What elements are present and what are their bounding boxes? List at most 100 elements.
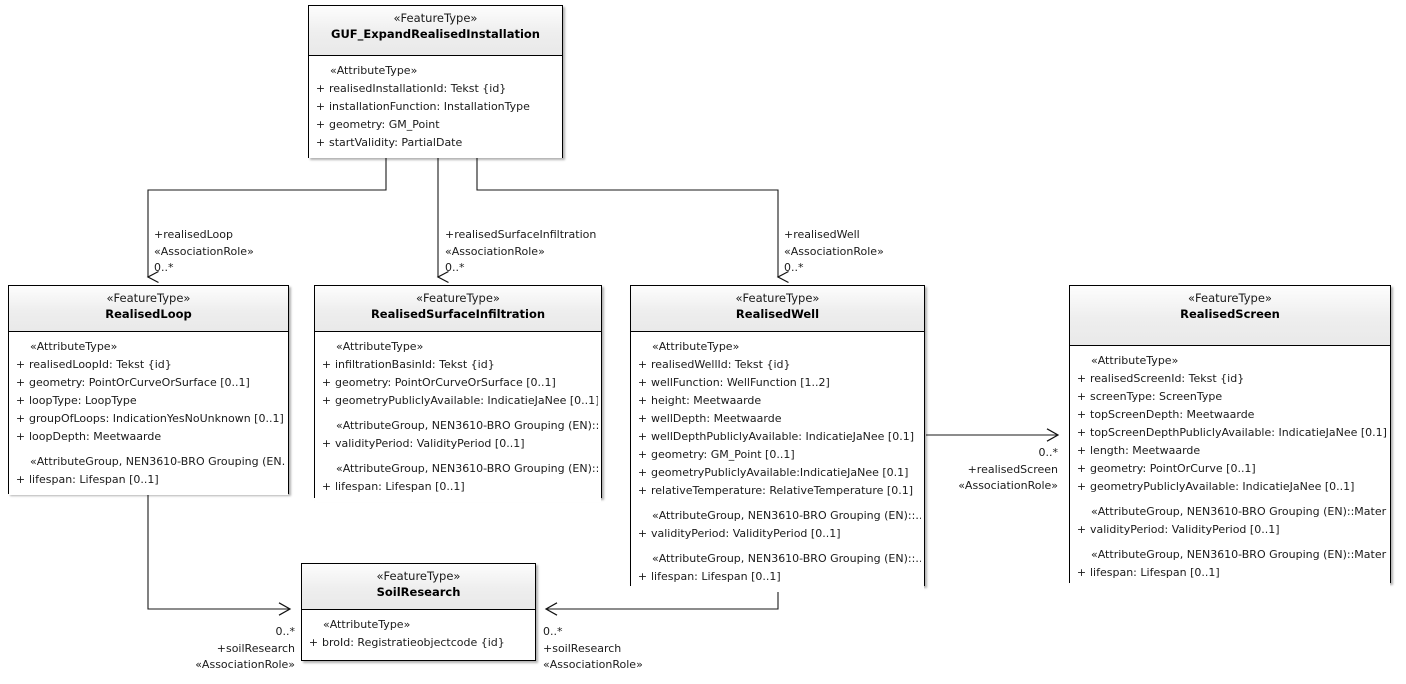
attribute-row[interactable]: + geometry: PointOrCurveOrSurface [0..1]	[12, 374, 285, 392]
attribute-visibility: +	[1076, 444, 1087, 457]
compartment-spacer	[12, 446, 285, 453]
attribute-row[interactable]: + lifespan: Lifespan [0..1]	[1073, 564, 1387, 582]
attribute-group-header: «AttributeGroup, NEN3610-BRO Grouping (E…	[30, 455, 285, 468]
attribute-text: validityPeriod: ValidityPeriod [0..1]	[651, 527, 841, 540]
attribute-visibility: +	[321, 394, 332, 407]
connector-realisedloop-to-soilresearch	[147, 494, 292, 616]
attribute-row[interactable]: + wellFunction: WellFunction [1..2]	[634, 374, 921, 392]
attribute-row[interactable]: + topScreenDepth: Meetwaarde	[1073, 406, 1387, 424]
attribute-row[interactable]: + validityPeriod: ValidityPeriod [0..1]	[318, 435, 598, 453]
attribute-text: lifespan: Lifespan [0..1]	[335, 480, 465, 493]
attribute-text: validityPeriod: ValidityPeriod [0..1]	[335, 437, 525, 450]
attribute-row[interactable]: + realisedScreenId: Tekst {id}	[1073, 370, 1387, 388]
class-attributes: «AttributeType» + broId: Registratieobje…	[302, 610, 535, 658]
attribute-visibility: +	[1076, 426, 1087, 439]
class-name: GUF_ExpandRealisedInstallation	[331, 27, 540, 41]
association-multiplicity: 0..*	[784, 261, 804, 274]
attribute-row[interactable]: + height: Meetwaarde	[634, 392, 921, 410]
attribute-row[interactable]: + screenType: ScreenType	[1073, 388, 1387, 406]
attribute-row[interactable]: + relativeTemperature: RelativeTemperatu…	[634, 482, 921, 500]
attribute-row[interactable]: + geometryPubliclyAvailable:IndicatieJaN…	[634, 464, 921, 482]
class-stereotype: «FeatureType»	[376, 569, 461, 583]
attribute-row[interactable]: + wellDepthPubliclyAvailable: IndicatieJ…	[634, 428, 921, 446]
attribute-visibility: +	[637, 430, 648, 443]
class-name: RealisedSurfaceInfiltration	[370, 307, 546, 321]
attribute-row[interactable]: + wellDepth: Meetwaarde	[634, 410, 921, 428]
attribute-row[interactable]: + lifespan: Lifespan [0..1]	[12, 471, 285, 489]
association-multiplicity: 0..*	[275, 625, 296, 638]
attribute-visibility: +	[315, 82, 326, 95]
class-box-realised-well[interactable]: «FeatureType» RealisedWell «AttributeTyp…	[630, 285, 925, 592]
attribute-row[interactable]: + lifespan: Lifespan [0..1]	[318, 478, 598, 496]
attribute-row[interactable]: + length: Meetwaarde	[1073, 442, 1387, 460]
attribute-row[interactable]: + validityPeriod: ValidityPeriod [0..1]	[634, 525, 921, 543]
attribute-row[interactable]: + geometry: GM_Point	[312, 116, 559, 134]
attribute-text: validityPeriod: ValidityPeriod [0..1]	[1090, 523, 1280, 536]
attribute-row[interactable]: + infiltrationBasinId: Tekst {id}	[318, 356, 598, 374]
attribute-row[interactable]: + loopType: LoopType	[12, 392, 285, 410]
attribute-row[interactable]: + realisedWellId: Tekst {id}	[634, 356, 921, 374]
attribute-text: infiltrationBasinId: Tekst {id}	[335, 358, 495, 371]
attribute-group-header: «AttributeType»	[336, 340, 424, 353]
attribute-text: relativeTemperature: RelativeTemperature…	[651, 484, 913, 497]
attribute-visibility: +	[1076, 390, 1087, 403]
attribute-visibility: +	[15, 430, 26, 443]
association-label-realised-surface-infiltration: +realisedSurfaceInfiltration «Associatio…	[445, 227, 596, 277]
attribute-text: wellDepthPubliclyAvailable: IndicatieJaN…	[651, 430, 914, 443]
association-multiplicity: 0..*	[1038, 446, 1059, 459]
association-role: +realisedWell	[784, 228, 860, 241]
attribute-visibility: +	[637, 570, 648, 583]
attribute-text: lifespan: Lifespan [0..1]	[651, 570, 781, 583]
attribute-group-header: «AttributeGroup, NEN3610-BRO Grouping (E…	[1091, 505, 1387, 518]
class-attributes: «AttributeType» + realisedInstallationId…	[309, 56, 562, 158]
class-attributes: «AttributeType» + realisedScreenId: Teks…	[1070, 346, 1390, 588]
attribute-row[interactable]: + installationFunction: InstallationType	[312, 98, 559, 116]
attribute-group-header: «AttributeType»	[30, 340, 118, 353]
attribute-group-header: «AttributeGroup, NEN3610-BRO Grouping (E…	[336, 462, 598, 475]
class-stereotype: «FeatureType»	[1188, 291, 1272, 305]
class-box-realised-loop[interactable]: «FeatureType» RealisedLoop «AttributeTyp…	[8, 285, 289, 495]
attribute-row[interactable]: + loopDepth: Meetwaarde	[12, 428, 285, 446]
attribute-text: topScreenDepthPubliclyAvailable: Indicat…	[1090, 426, 1387, 439]
attribute-row[interactable]: + lifespan: Lifespan [0..1]	[634, 568, 921, 586]
compartment-spacer	[1073, 496, 1387, 503]
attribute-row[interactable]: + validityPeriod: ValidityPeriod [0..1]	[1073, 521, 1387, 539]
attribute-visibility: +	[637, 376, 648, 389]
class-box-soil-research[interactable]: «FeatureType» SoilResearch «AttributeTyp…	[301, 563, 536, 661]
class-name: RealisedWell	[735, 307, 820, 321]
attribute-row[interactable]: + broId: Registratieobjectcode {id}	[305, 634, 532, 652]
attribute-row[interactable]: + geometryPubliclyAvailable: IndicatieJa…	[1073, 478, 1387, 496]
attribute-text: groupOfLoops: IndicationYesNoUnknown [0.…	[29, 412, 284, 425]
attribute-text: geometry: PointOrCurveOrSurface [0..1]	[335, 376, 556, 389]
attribute-row[interactable]: + geometry: PointOrCurve [0..1]	[1073, 460, 1387, 478]
attribute-row[interactable]: + startValidity: PartialDate	[312, 134, 559, 152]
association-role: +soilResearch	[216, 641, 295, 655]
class-stereotype: «FeatureType»	[735, 291, 820, 305]
attribute-group-header: «AttributeType»	[323, 618, 411, 631]
attribute-row[interactable]: + realisedInstallationId: Tekst {id}	[312, 80, 559, 98]
attribute-row[interactable]: + geometryPubliclyAvailable: IndicatieJa…	[318, 392, 598, 410]
association-role: +realisedSurfaceInfiltration	[445, 228, 597, 241]
attribute-group-header: «AttributeGroup, NEN3610-BRO Grouping (E…	[336, 419, 598, 432]
association-role: +soilResearch	[543, 641, 622, 655]
attribute-row[interactable]: + geometry: PointOrCurveOrSurface [0..1]	[318, 374, 598, 392]
attribute-row[interactable]: + topScreenDepthPubliclyAvailable: Indic…	[1073, 424, 1387, 442]
attribute-text: height: Meetwaarde	[651, 394, 762, 407]
attribute-visibility: +	[637, 466, 648, 479]
attribute-row[interactable]: + geometry: GM_Point [0..1]	[634, 446, 921, 464]
attribute-row[interactable]: + realisedLoopId: Tekst {id}	[12, 356, 285, 374]
class-box-guf-expand-realised-installation[interactable]: «FeatureType» GUF_ExpandRealisedInstalla…	[308, 5, 563, 158]
compartment-spacer	[318, 453, 598, 460]
class-box-realised-screen[interactable]: «FeatureType» RealisedScreen «AttributeT…	[1069, 285, 1391, 588]
association-label-soil-research-left: 0..* +soilResearch «AssociationRole»	[176, 624, 295, 674]
class-stereotype: «FeatureType»	[106, 291, 191, 305]
attribute-visibility: +	[15, 412, 26, 425]
attribute-row[interactable]: + groupOfLoops: IndicationYesNoUnknown […	[12, 410, 285, 428]
attribute-text: lifespan: Lifespan [0..1]	[29, 473, 159, 486]
class-box-realised-surface-infiltration[interactable]: «FeatureType» RealisedSurfaceInfiltratio…	[314, 285, 602, 502]
attribute-visibility: +	[308, 636, 319, 649]
attribute-text: startValidity: PartialDate	[329, 136, 463, 149]
association-role: +realisedLoop	[154, 228, 233, 241]
attribute-visibility: +	[321, 437, 332, 450]
